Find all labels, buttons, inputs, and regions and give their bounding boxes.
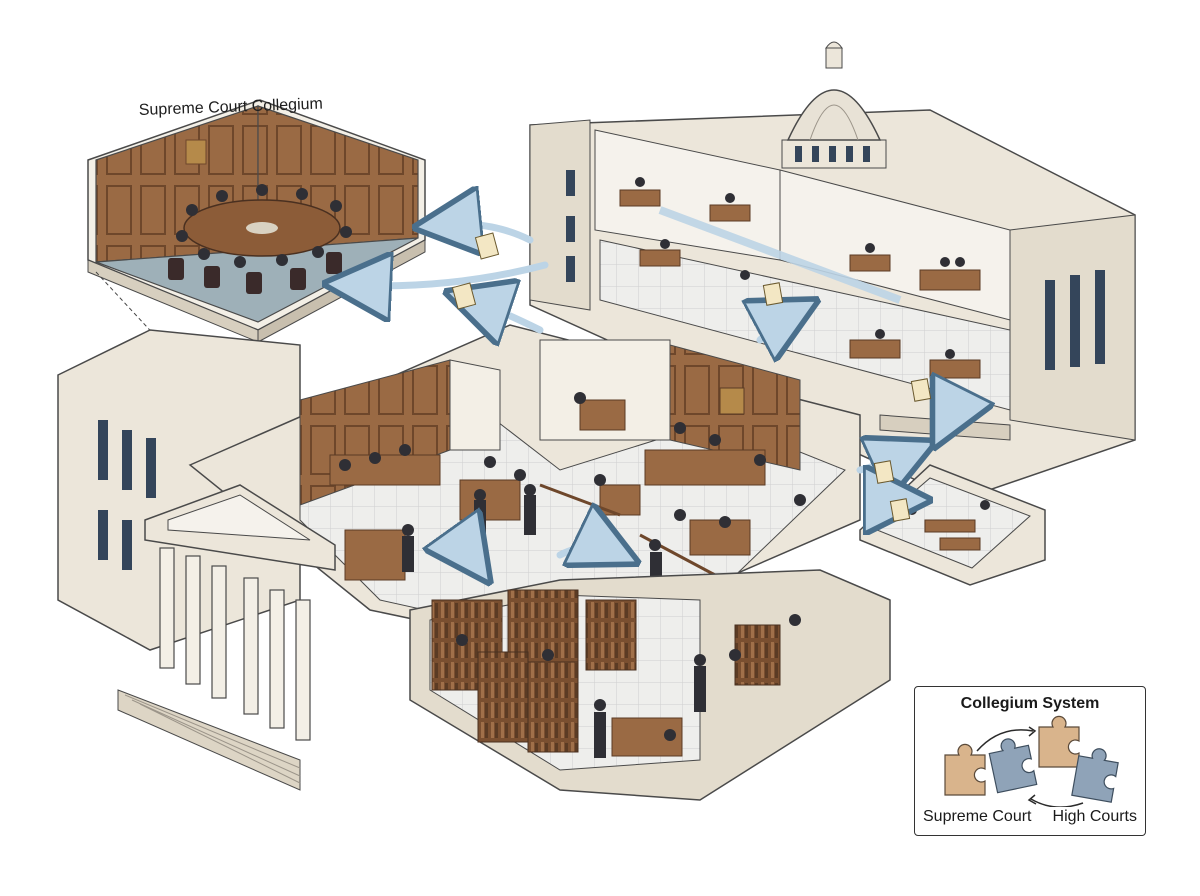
library xyxy=(409,569,891,801)
collegium-room-label: Supreme Court Collegium xyxy=(139,96,324,119)
portico xyxy=(117,484,336,791)
puzzle-piece-icon xyxy=(1071,748,1119,803)
puzzle-piece-icon xyxy=(1038,715,1080,768)
side-room xyxy=(859,464,1046,586)
dome xyxy=(781,41,887,169)
legend-title: Collegium System xyxy=(960,695,1100,712)
puzzle-piece-icon xyxy=(944,743,986,796)
emblem-icon xyxy=(185,139,207,165)
legend-supreme-court-label: Supreme Court xyxy=(923,808,1032,825)
scales-of-justice-icon xyxy=(719,387,745,415)
circular-arrow-icon xyxy=(976,726,1084,807)
puzzle-piece-icon xyxy=(988,738,1038,794)
legend-high-courts-label: High Courts xyxy=(1052,808,1137,825)
judges-group xyxy=(176,184,352,268)
legend-diagram xyxy=(944,715,1119,807)
collegium-system-legend: Collegium System Supreme Court High Cour… xyxy=(914,686,1146,836)
document-icons xyxy=(451,232,932,522)
flow-arrows xyxy=(350,224,947,562)
people-main xyxy=(339,392,806,598)
courtroom-benches-main xyxy=(329,399,766,581)
courtroom-benches xyxy=(619,189,981,379)
collegium-room: Supreme Court Collegium xyxy=(87,96,426,343)
